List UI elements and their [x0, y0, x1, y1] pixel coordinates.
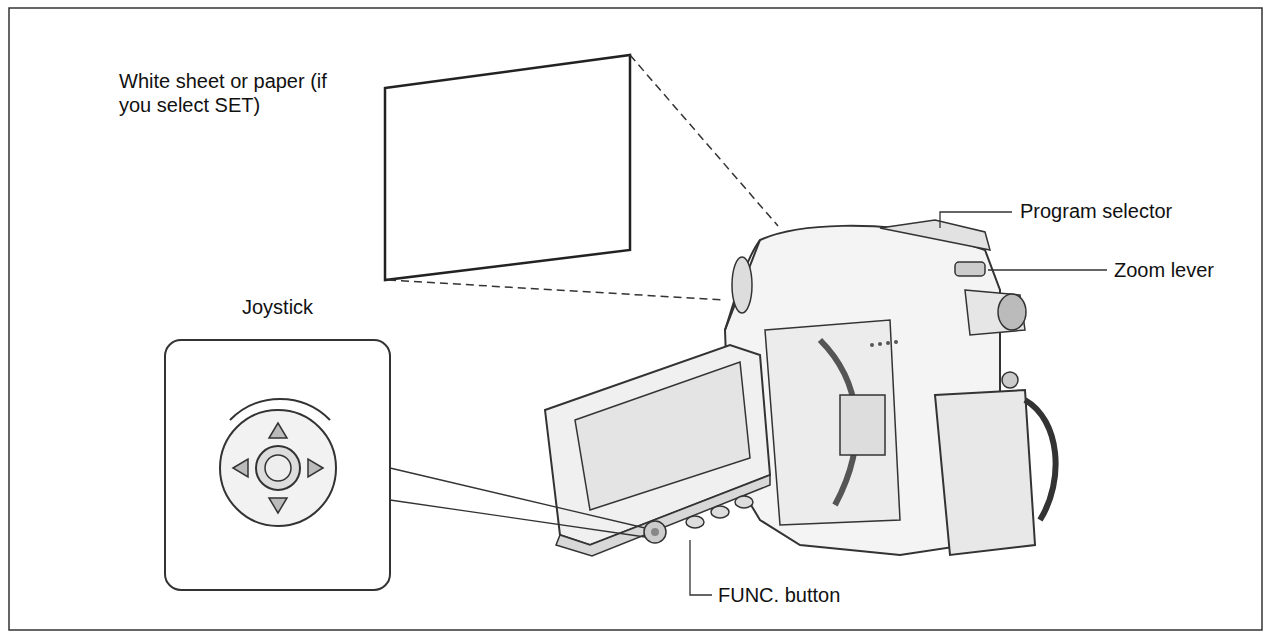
- part-label: FUNC. button: [718, 583, 840, 607]
- inset-label: Joystick: [242, 295, 313, 319]
- part-label: Zoom lever: [1114, 258, 1214, 282]
- part-label: Program selector: [1020, 199, 1172, 223]
- sheet-label: White sheet or paper (if you select SET): [119, 69, 359, 117]
